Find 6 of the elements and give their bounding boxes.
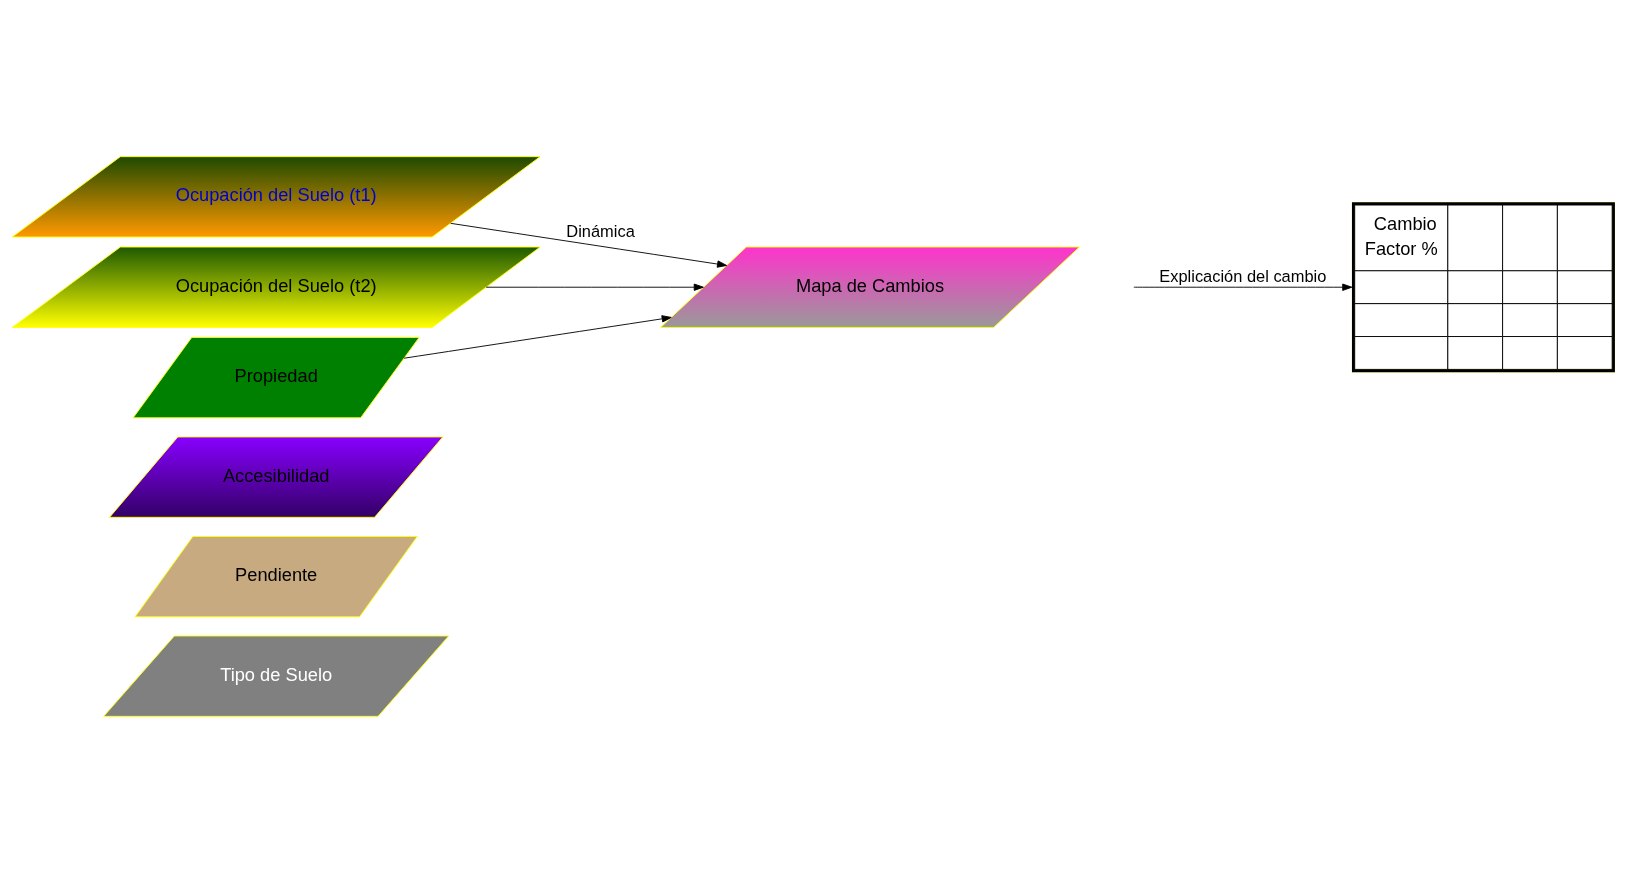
arrow bbox=[450, 222, 728, 268]
edge-label: Explicación del cambio bbox=[1159, 266, 1327, 285]
arrow bbox=[403, 314, 672, 359]
arrow bbox=[485, 283, 704, 291]
arrow bbox=[1133, 283, 1353, 291]
edge-label: Dinámica bbox=[566, 221, 635, 240]
